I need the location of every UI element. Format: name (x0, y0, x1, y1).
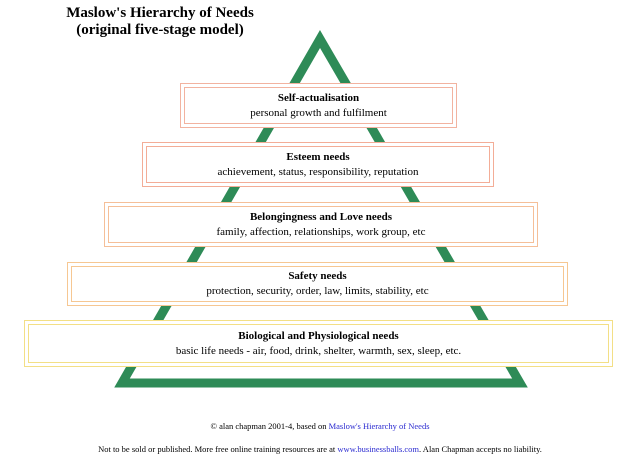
level-belongingness: Belongingness and Love needs family, aff… (104, 202, 538, 247)
level-description: protection, security, order, law, limits… (206, 285, 429, 297)
level-heading: Esteem needs (286, 150, 350, 163)
level-heading: Belongingness and Love needs (249, 210, 393, 223)
diagram-title: Maslow's Hierarchy of Needs (original fi… (0, 5, 320, 39)
level-description: family, affection, relationships, work g… (216, 225, 426, 238)
title-line-2: (original five-stage model) (76, 22, 244, 38)
level-heading: Biological and Physiological needs (238, 329, 399, 342)
level-esteem: Esteem needs achievement, status, respon… (142, 142, 494, 187)
notice-suffix: . Alan Chapman accepts no liability. (419, 444, 542, 454)
level-safety: Safety needs protection, security, order… (67, 262, 568, 306)
level-biological: Biological and Physiological needs basic… (24, 320, 613, 367)
level-self-actualisation: Self-actualisation personal growth and f… (180, 83, 457, 128)
level-heading: Self-actualisation (277, 91, 360, 104)
notice-text: Not to be sold or published. More free o… (98, 444, 338, 454)
maslow-link[interactable]: Maslow's Hierarchy of Needs (328, 421, 430, 431)
notice-line: Not to be sold or published. More free o… (0, 444, 640, 454)
copyright-line: © alan chapman 2001-4, based on Maslow's… (0, 421, 640, 431)
level-description: basic life needs - air, food, drink, she… (175, 344, 462, 357)
businessballs-link[interactable]: www.businessballs.com (337, 444, 420, 454)
level-heading: Safety needs (288, 270, 347, 282)
copyright-text: © alan chapman 2001-4, based on (210, 421, 329, 431)
level-description: personal growth and fulfilment (250, 106, 387, 119)
title-line-1: Maslow's Hierarchy of Needs (66, 5, 254, 21)
level-description: achievement, status, responsibility, rep… (217, 165, 419, 178)
